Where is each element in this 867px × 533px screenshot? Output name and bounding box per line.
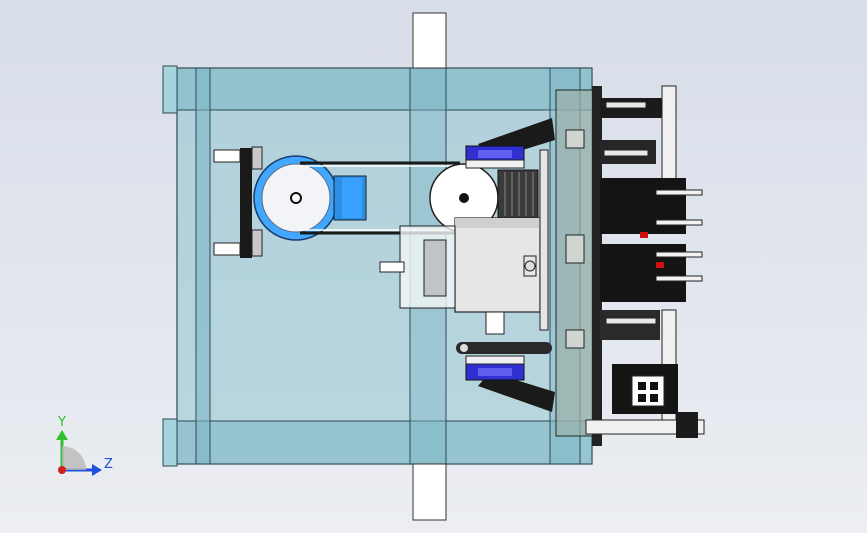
triad-origin [58,466,66,474]
gearbox-fastener [524,260,536,272]
lower-roller-cap [465,355,525,365]
upper-roller-core [478,150,512,158]
motor-pulley-assembly [213,146,367,258]
bracket-bolt-bottom [213,242,241,256]
control-button-1 [638,382,646,390]
gearbox-assembly [379,217,541,335]
motor-housing-face [342,178,362,218]
gearbox-fastener-block [523,255,537,277]
upper-roller-cap [465,159,525,169]
right-mechanism [539,85,705,446]
bracket-clip-bottom [251,229,263,257]
motor-pulley-hub [290,192,302,204]
input-shaft [379,261,405,273]
upper-roller-arm [465,118,555,169]
control-box-face [631,375,665,407]
left-flange-bottom [162,418,178,467]
guide-pin [605,317,657,325]
triad-plane [62,446,86,470]
mechanism-column [592,86,602,446]
clamp-block-upper [600,178,686,234]
base-block [676,412,698,438]
lever-pivot [460,344,468,352]
z-axis-head [92,464,102,476]
frame-top-rail [176,67,593,111]
lower-roller-core [478,368,512,376]
actuator-rod-2 [603,149,649,157]
y-axis-label: Y [57,415,66,430]
y-axis-head [56,430,68,440]
frame-left-post [195,67,211,465]
gearbox-shade [455,218,540,228]
clamp-pin-1 [655,189,703,196]
bottom-mount-block [412,463,447,521]
red-marker-1 [640,232,648,238]
lever-bar [456,342,552,354]
gear-drum [497,169,539,219]
motor-bracket [240,148,252,258]
control-button-3 [638,394,646,402]
frame-bottom-rail [176,420,593,465]
lower-arm-plate [478,372,555,412]
control-button-2 [650,382,658,390]
output-shaft [485,311,505,335]
control-button-4 [650,394,658,402]
small-part-b [565,234,585,264]
clamp-pin-3 [655,251,703,258]
bracket-bolt-top [213,149,241,163]
base-rail [585,419,705,435]
small-part-c [565,329,585,349]
driven-pulley-assembly [429,163,539,233]
vertical-guide [539,149,549,331]
mechanism-rail [661,85,677,187]
axis-triad: Y Z [56,415,113,476]
shaft-coupler [423,239,447,297]
bracket-clip-top [251,146,263,170]
z-axis-label: Z [104,457,113,472]
lower-roller-arm [456,342,555,412]
clamp-pin-2 [655,219,703,226]
guide-plate [600,310,660,340]
small-part-a [565,129,585,149]
left-flange-top [162,65,178,114]
top-mount-block [412,12,447,69]
clamp-pin-4 [655,275,703,282]
driven-pulley-hub [459,193,469,203]
red-marker-2 [656,262,664,268]
actuator-rod-1 [605,101,647,109]
